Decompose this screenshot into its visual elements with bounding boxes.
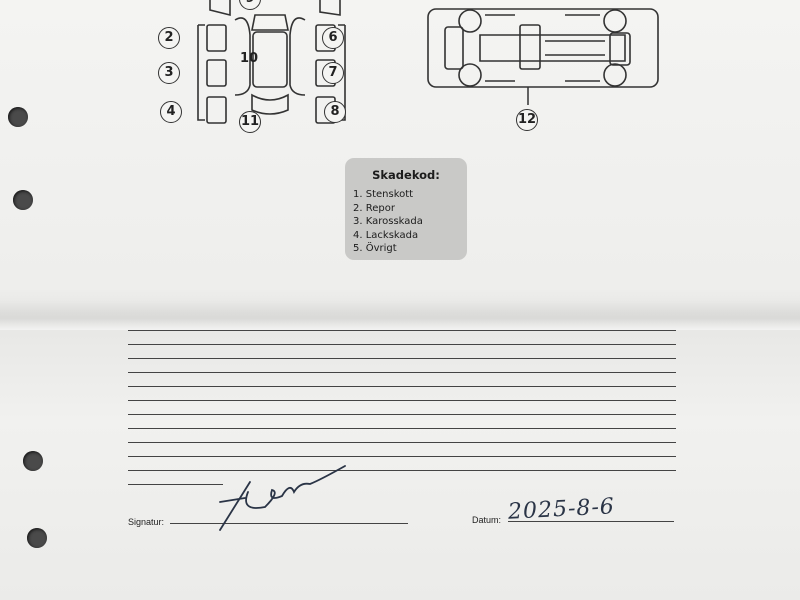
part-number-7: 7 — [322, 62, 344, 84]
punch-hole — [8, 107, 28, 127]
note-line — [128, 400, 676, 401]
note-line — [128, 344, 676, 345]
legend-item: 3. Karosskada — [353, 216, 423, 227]
note-line — [128, 386, 676, 387]
legend-item: 2. Repor — [353, 202, 395, 214]
part-number-6: 6 — [322, 27, 344, 49]
legend-title: Skadekod: — [372, 168, 440, 182]
damage-code-legend: Skadekod: 1. Stenskott 2. Repor 3. Karos… — [345, 158, 467, 260]
signature-label: Signatur: — [128, 517, 165, 527]
note-line — [128, 358, 676, 359]
part-number-8: 8 — [324, 101, 346, 123]
car-underside-icon — [427, 8, 659, 109]
note-line — [128, 470, 676, 471]
part-number-12: 12 — [516, 109, 538, 131]
date-label: Datum: — [472, 515, 502, 525]
signature-line[interactable] — [170, 523, 408, 524]
punch-hole — [23, 451, 43, 471]
part-number-10: 10 — [239, 51, 259, 66]
part-number-3: 3 — [158, 62, 180, 84]
car-underside-diagram: 12 — [425, 5, 665, 131]
part-number-2: 2 — [158, 27, 180, 49]
note-line — [128, 442, 676, 443]
note-line — [128, 372, 676, 373]
part-number-4: 4 — [160, 101, 182, 123]
note-line — [128, 456, 676, 457]
note-line — [128, 330, 676, 331]
paper-fold — [0, 300, 800, 330]
part-number-11: 11 — [239, 111, 261, 133]
legend-item: 5. Övrigt — [353, 243, 397, 254]
car-outline-icon — [197, 0, 346, 124]
legend-item: 4. Lackskada — [353, 229, 419, 241]
note-line — [128, 484, 223, 485]
handwritten-signature-icon — [219, 465, 346, 531]
punch-hole — [27, 528, 47, 548]
note-line — [128, 414, 676, 415]
date-line[interactable] — [508, 521, 674, 522]
legend-list: 1. Stenskott 2. Repor 3. Karosskada 4. L… — [353, 188, 459, 256]
legend-item: 1. Stenskott — [353, 189, 414, 200]
note-line — [128, 428, 676, 429]
punch-hole — [13, 190, 33, 210]
